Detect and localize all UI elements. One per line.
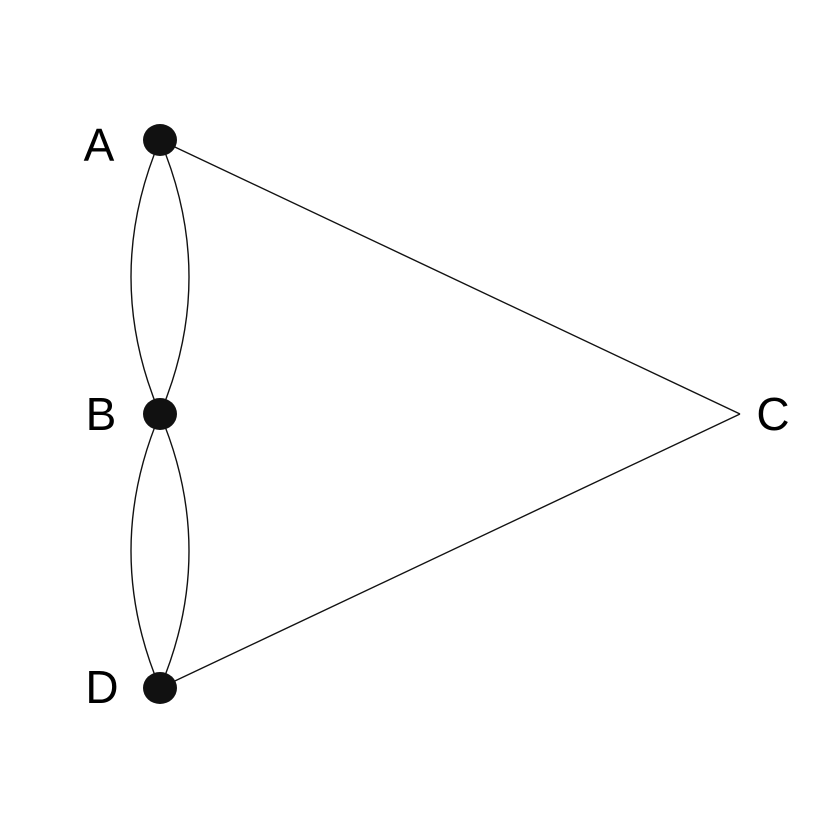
edge-b-d-2 [130,413,161,689]
edge-d-c-1 [159,413,741,689]
edge-a-c-1 [159,139,741,415]
node-a [143,124,177,156]
node-b [143,398,177,430]
edge-a-b-1 [159,139,190,415]
node-label-d: D [85,661,118,713]
node-label-a: A [84,119,115,171]
edge-b-d-1 [159,413,190,689]
node-d [143,672,177,704]
node-label-b: B [86,388,117,440]
edges-group [130,139,741,689]
node-label-c: C [756,388,789,440]
labels-group: A B C D [84,119,790,713]
edge-a-b-2 [130,139,161,415]
nodes-group [143,124,177,704]
